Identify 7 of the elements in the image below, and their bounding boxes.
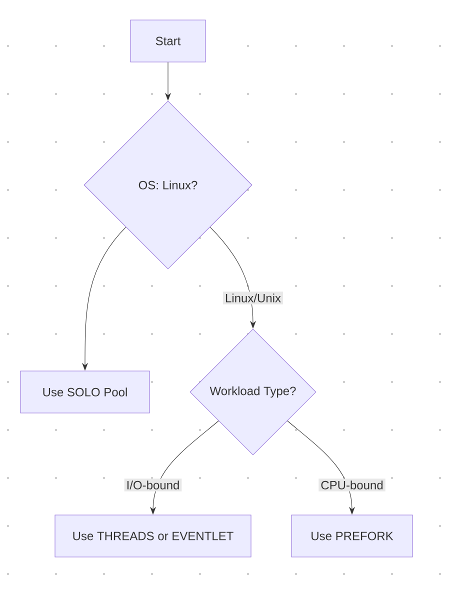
edge-label: Linux/Unix — [223, 292, 284, 304]
process-box: Use SOLO Pool — [20, 370, 150, 414]
process-box: Start — [130, 20, 206, 62]
process-box: Use THREADS or EVENTLET — [54, 514, 252, 558]
edge-label: I/O-bound — [124, 478, 182, 492]
process-box: Use PREFORK — [291, 514, 413, 558]
edge-label: CPU-bound — [318, 478, 386, 492]
